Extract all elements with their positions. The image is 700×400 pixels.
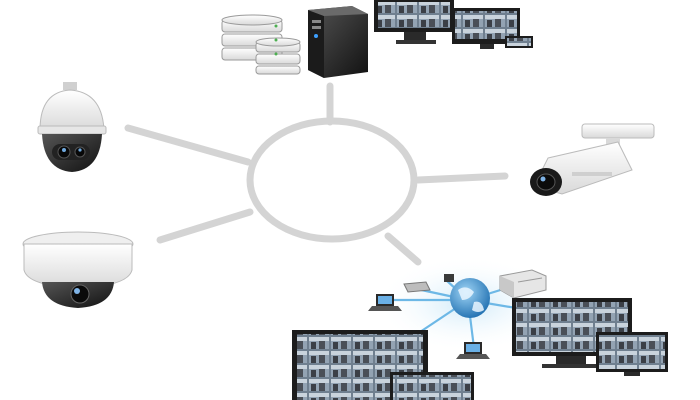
spoke-bullet-camera xyxy=(414,172,509,184)
ptz-camera-node xyxy=(37,82,107,172)
bullet-camera-node xyxy=(530,123,655,196)
hub-spokes xyxy=(124,82,509,266)
spoke-ptz-camera xyxy=(124,124,252,166)
storage-server-node xyxy=(221,0,533,78)
ptz-dome-camera-icon xyxy=(37,82,107,172)
tower-server-icon xyxy=(308,6,368,78)
bullet-camera-icon xyxy=(530,123,655,196)
server-icon xyxy=(499,269,547,299)
hub-ring-icon xyxy=(246,117,418,243)
dome-camera-icon xyxy=(22,231,134,308)
surveillance-monitor-icon xyxy=(292,298,668,400)
dome-camera-node xyxy=(22,231,134,308)
database-stack-icon xyxy=(221,14,301,75)
monitor-wall-icon xyxy=(374,0,533,49)
laptop-icon xyxy=(368,294,490,359)
router-icon xyxy=(403,274,454,293)
network-monitoring-node xyxy=(292,256,668,400)
spoke-dome-camera xyxy=(156,208,254,244)
spoke-network-monitoring xyxy=(384,232,422,266)
globe-network-icon xyxy=(450,278,490,318)
